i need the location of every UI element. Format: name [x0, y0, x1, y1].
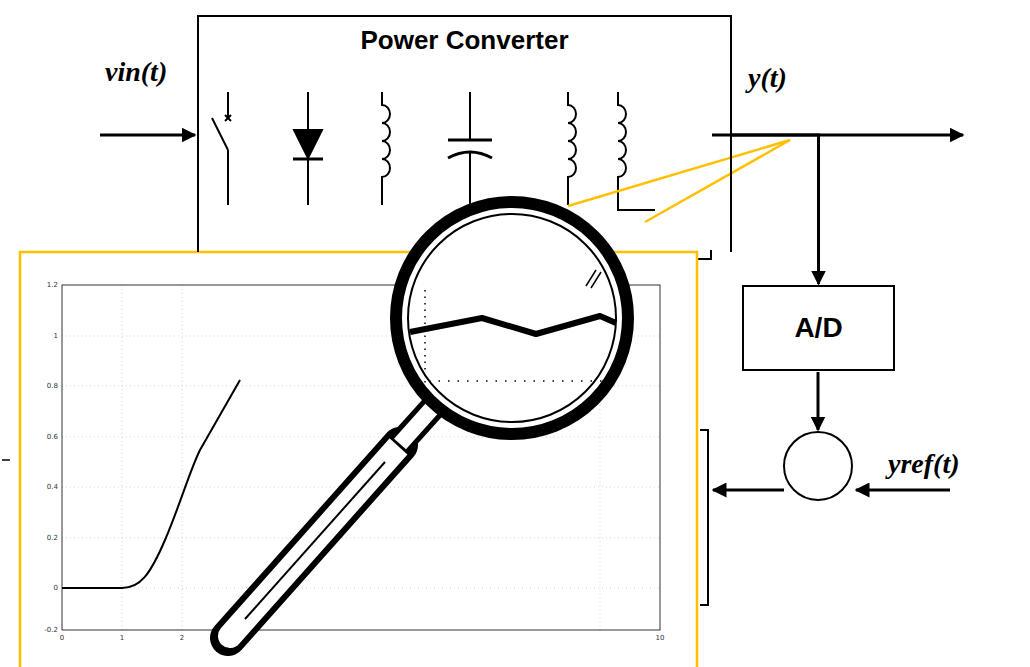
axis-tick: 0.4 [47, 483, 58, 491]
axis-tick: 10 [656, 634, 665, 642]
signal-name: yref(t) [888, 448, 960, 480]
signal-connector [732, 135, 819, 284]
converter-box: Power Converter [197, 15, 732, 252]
zoom-line [645, 140, 790, 222]
axis-tick: 1.2 [47, 281, 58, 289]
zoom-line [568, 140, 790, 206]
box-corner [697, 250, 711, 259]
magnifying-glass [228, 202, 628, 638]
controller-bracket [700, 430, 708, 605]
step-response-curve [62, 380, 240, 588]
axis-tick: 0.2 [47, 534, 58, 542]
axis-tick: 0 [54, 584, 58, 592]
box-title: A/D [794, 312, 842, 344]
plot-panel [20, 252, 697, 667]
circuit-symbols [212, 92, 655, 210]
input-wire [100, 134, 195, 137]
wire-stub [2, 459, 10, 461]
axis-tick: 1 [120, 634, 124, 642]
reference-wire [856, 489, 950, 492]
error-wire [713, 489, 784, 492]
axis-tick: 1 [54, 332, 58, 340]
converter-adc-box: A/D [742, 285, 895, 371]
signal-name: vin(t) [105, 56, 167, 88]
signal-wire [817, 372, 820, 430]
summing-junction [784, 432, 852, 500]
axis-tick: 0 [60, 634, 64, 642]
box-title: Power Converter [199, 25, 730, 56]
axis-tick: -0.2 [44, 626, 58, 634]
axis-tick: 2 [180, 634, 184, 642]
axis-tick: 0.6 [47, 433, 58, 441]
signal-name: y(t) [748, 62, 787, 94]
axis-tick: 0.8 [47, 382, 58, 390]
